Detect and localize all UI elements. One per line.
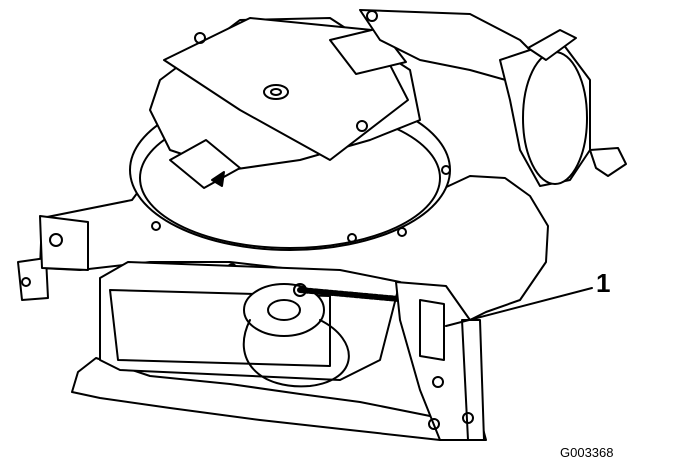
pivot-pin	[461, 319, 485, 441]
figure-id: G003368	[560, 445, 614, 460]
bracket-bolt	[432, 376, 444, 388]
lid-center-hole	[270, 88, 282, 96]
callout-number: 1	[596, 268, 611, 298]
left-side-bracket	[17, 257, 49, 301]
chute-upper-latch	[527, 29, 577, 61]
chute-opening	[522, 51, 588, 185]
housing-bolt	[397, 227, 407, 237]
warning-triangle-icon	[211, 171, 225, 187]
drive-belt-loop	[242, 319, 350, 388]
pulley-hub	[267, 299, 301, 321]
callout-leader-line	[445, 287, 593, 327]
spring-anchor-bolt	[293, 283, 307, 297]
left-mount-plate	[39, 215, 89, 271]
tension-spring	[297, 287, 413, 303]
left-bracket-hole	[21, 277, 31, 287]
housing-bolt	[356, 120, 368, 132]
housing-bolt	[194, 32, 206, 44]
bracket-decal	[419, 299, 445, 361]
housing-bolt	[151, 221, 161, 231]
lid-center-boss	[263, 84, 289, 100]
bracket-bolt	[462, 412, 474, 424]
chute-lower-latch	[589, 147, 627, 177]
housing-bolt	[441, 165, 451, 175]
housing-bolt	[366, 10, 378, 22]
left-mount-bolt	[49, 233, 63, 247]
housing-bolt	[347, 233, 357, 243]
pulley-idler	[243, 283, 325, 337]
bracket-bolt	[428, 418, 440, 430]
